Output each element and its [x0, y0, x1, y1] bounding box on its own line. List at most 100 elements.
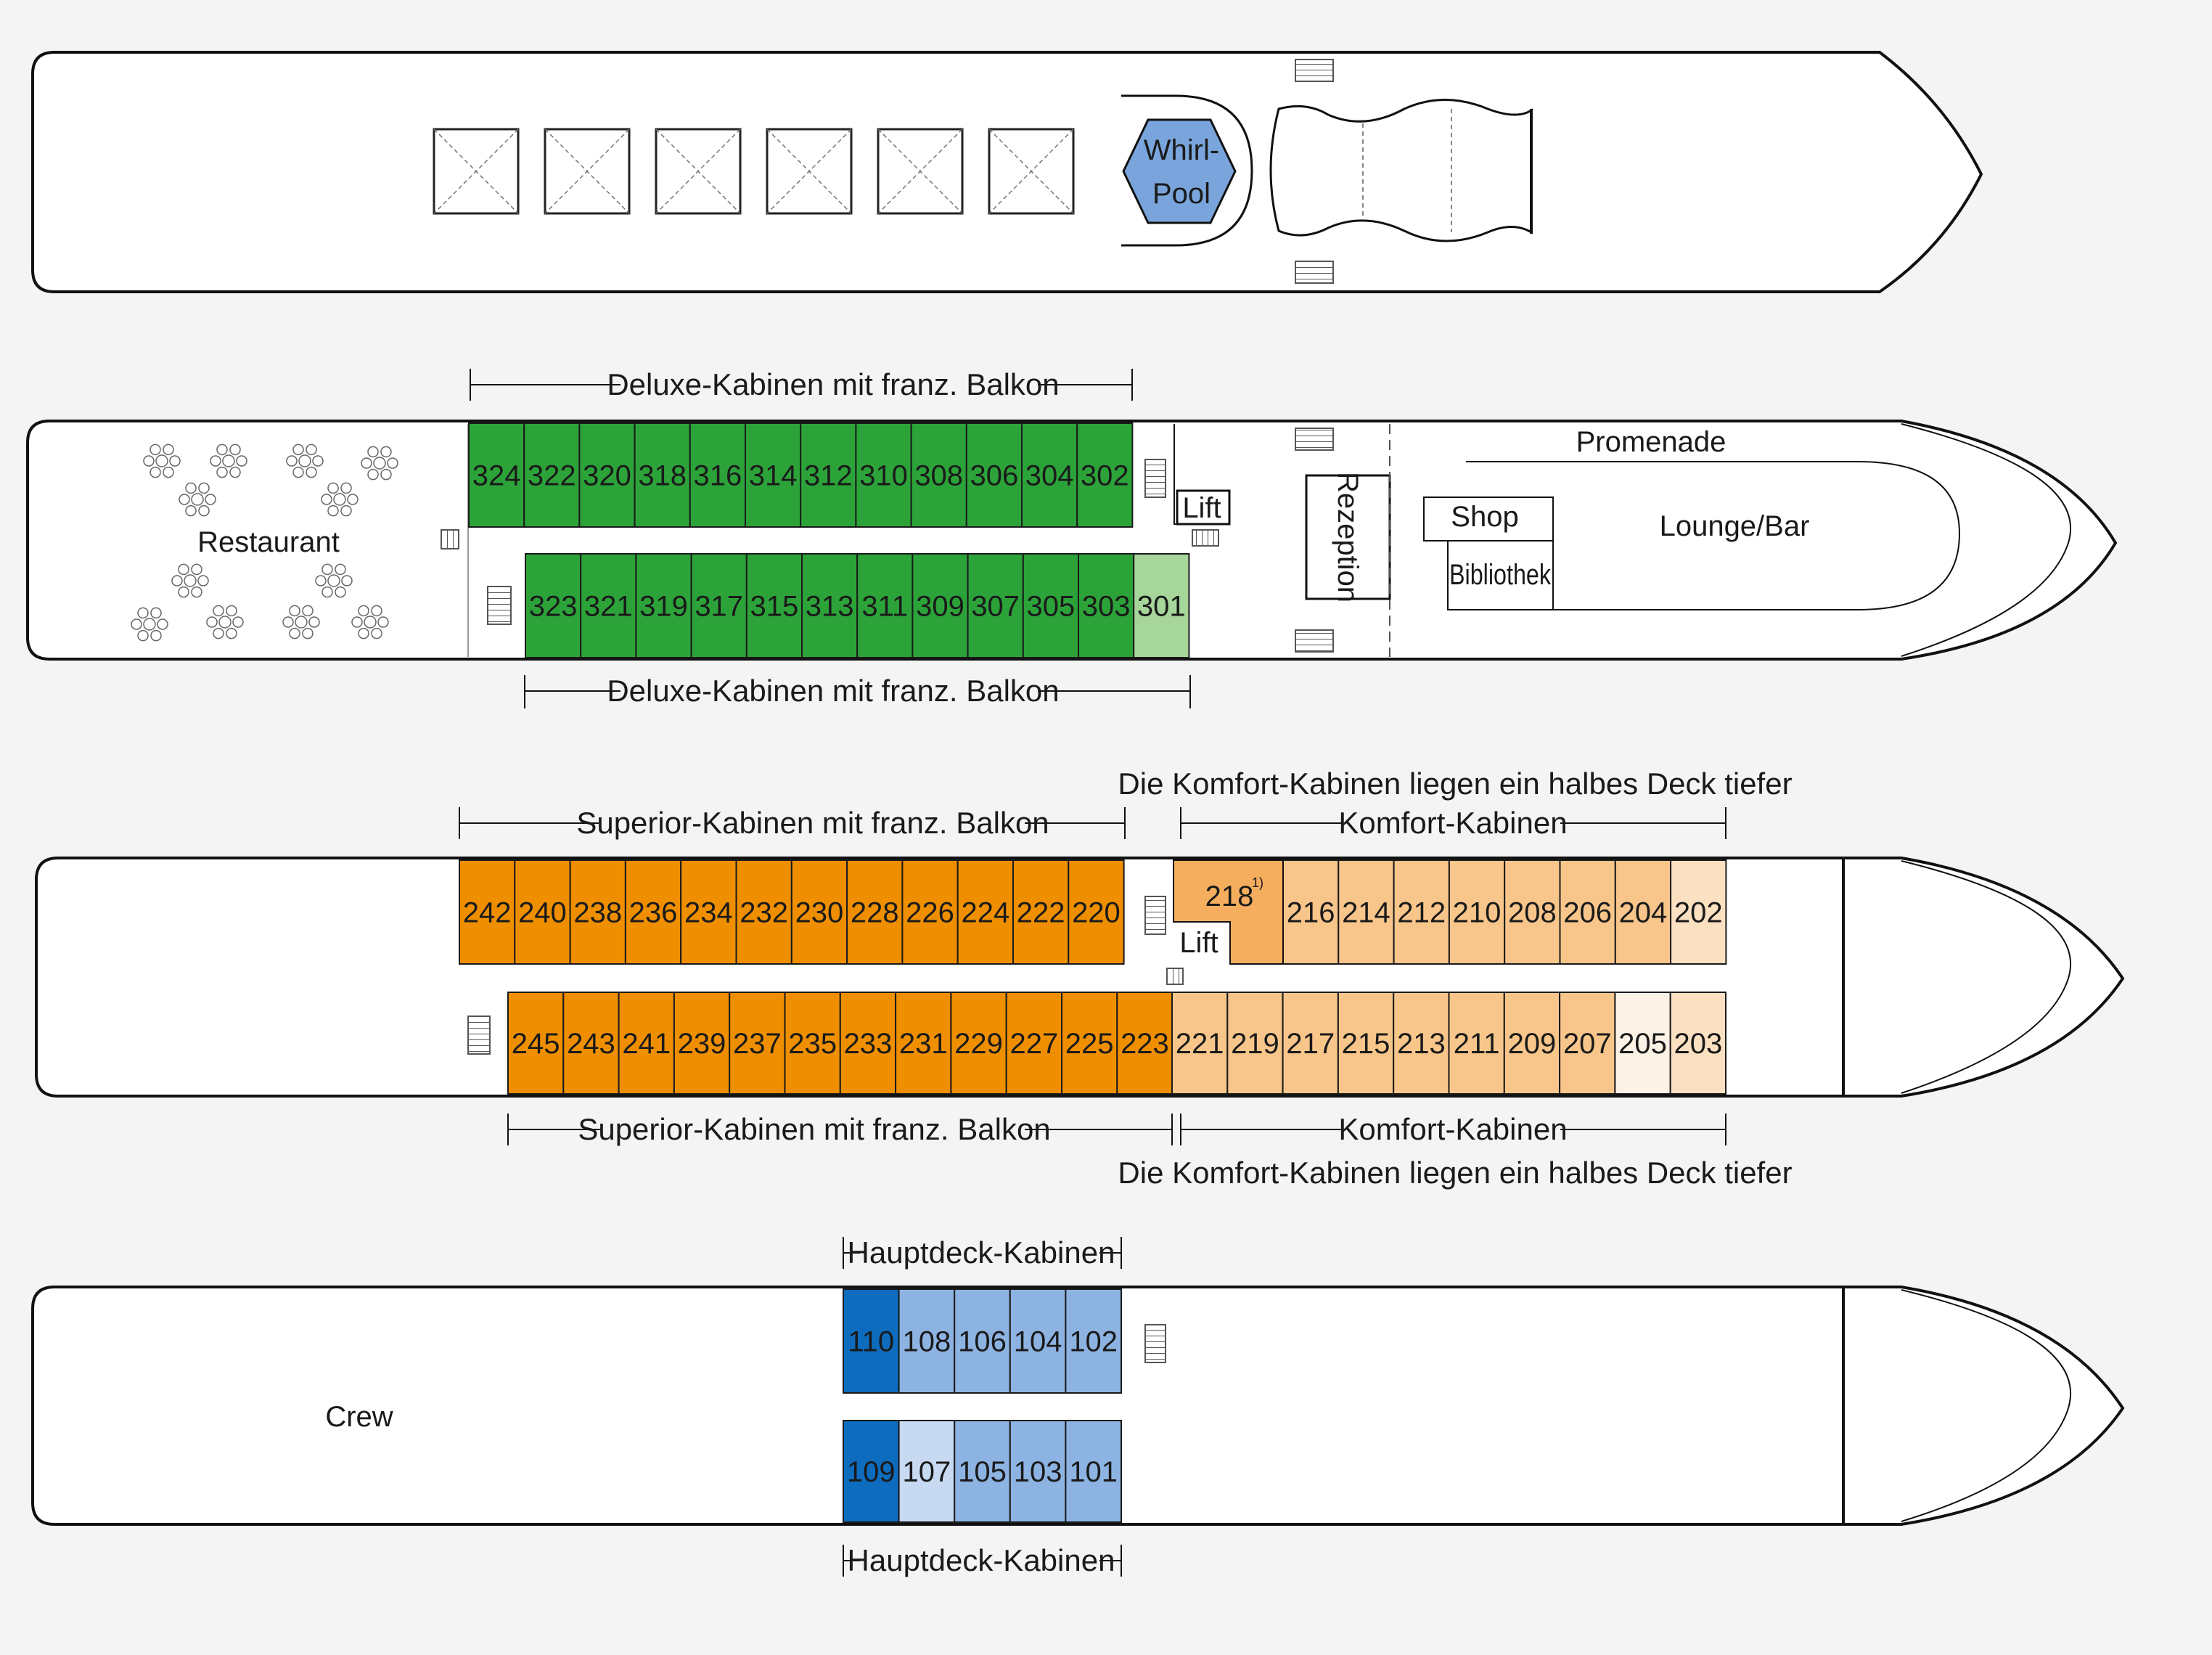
cabin-310[interactable] — [855, 422, 912, 528]
chair-icon — [197, 575, 209, 587]
cabin-number: 316 — [694, 460, 742, 492]
whirlpool[interactable] — [1122, 118, 1237, 224]
cabin-307[interactable] — [967, 553, 1024, 658]
cabin-226[interactable] — [901, 859, 959, 965]
chair-icon — [178, 563, 189, 576]
cabin-213[interactable] — [1393, 992, 1450, 1095]
chair-icon — [163, 444, 174, 456]
cabin-242[interactable] — [459, 859, 516, 965]
cabin-318[interactable] — [634, 422, 691, 528]
cabin-321[interactable] — [580, 553, 637, 658]
cabin-218[interactable] — [1173, 859, 1284, 965]
cabin-number: 226 — [906, 897, 954, 929]
chair-icon — [380, 468, 392, 481]
cabin-216[interactable] — [1282, 859, 1340, 965]
cabin-217[interactable] — [1282, 992, 1339, 1095]
cabin-302[interactable] — [1076, 422, 1134, 528]
cabin-108[interactable] — [898, 1288, 956, 1394]
cabin-206[interactable] — [1559, 859, 1616, 965]
cabin-220[interactable] — [1068, 859, 1125, 965]
cabin-number: 101 — [1069, 1456, 1118, 1488]
cabin-245[interactable] — [507, 992, 565, 1095]
cabin-303[interactable] — [1078, 553, 1135, 658]
cabin-number: 243 — [567, 1028, 615, 1060]
cabin-204[interactable] — [1614, 859, 1672, 965]
cabin-203[interactable] — [1669, 992, 1726, 1095]
cabin-number: 301 — [1137, 591, 1186, 623]
chair-icon — [380, 446, 392, 458]
lift[interactable] — [1176, 489, 1231, 526]
lift-label: Lift — [1179, 927, 1218, 959]
cabin-110[interactable] — [843, 1288, 900, 1394]
cabin-107[interactable] — [898, 1420, 956, 1523]
cabin-240[interactable] — [514, 859, 571, 965]
cabin-102[interactable] — [1065, 1288, 1123, 1394]
chair-icon — [210, 455, 221, 467]
cabin-103[interactable] — [1009, 1420, 1067, 1523]
cabin-205[interactable] — [1614, 992, 1671, 1095]
cabin-228[interactable] — [846, 859, 904, 965]
cabin-208[interactable] — [1504, 859, 1561, 965]
cabin-243[interactable] — [562, 992, 620, 1095]
cabin-202[interactable] — [1670, 859, 1727, 965]
cabin-322[interactable] — [523, 422, 581, 528]
cabin-105[interactable] — [954, 1420, 1011, 1523]
cabin-304[interactable] — [1021, 422, 1078, 528]
cabin-215[interactable] — [1337, 992, 1395, 1095]
cabin-315[interactable] — [745, 553, 803, 658]
cabin-312[interactable] — [800, 422, 857, 528]
cabin-316[interactable] — [689, 422, 746, 528]
cabin-106[interactable] — [954, 1288, 1011, 1394]
chair-icon — [321, 586, 333, 598]
chair-icon — [213, 627, 224, 639]
rezeption-desk[interactable] — [1305, 474, 1391, 600]
sun-lounger — [766, 128, 853, 215]
cabin-301[interactable] — [1133, 553, 1190, 658]
cabin-241[interactable] — [618, 992, 675, 1095]
cabin-214[interactable] — [1338, 859, 1395, 965]
table-icon — [373, 457, 386, 470]
chair-icon — [286, 455, 298, 467]
cabin-224[interactable] — [957, 859, 1014, 965]
stairs-icon — [1144, 896, 1166, 935]
cabin-238[interactable] — [569, 859, 626, 965]
cabin-319[interactable] — [635, 553, 692, 658]
cabin-number: 203 — [1674, 1028, 1722, 1060]
cabin-225[interactable] — [1061, 992, 1118, 1095]
cabin-231[interactable] — [895, 992, 952, 1095]
cabin-210[interactable] — [1448, 859, 1506, 965]
cabin-236[interactable] — [624, 859, 682, 965]
cabin-317[interactable] — [690, 553, 747, 658]
cabin-101[interactable] — [1065, 1420, 1123, 1523]
cabin-219[interactable] — [1226, 992, 1284, 1095]
cabin-212[interactable] — [1393, 859, 1450, 965]
cabin-104[interactable] — [1009, 1288, 1067, 1394]
cabin-311[interactable] — [856, 553, 914, 658]
cabin-number: 323 — [529, 591, 578, 623]
cabin-229[interactable] — [950, 992, 1007, 1095]
cabin-222[interactable] — [1012, 859, 1070, 965]
cabin-number: 238 — [573, 897, 622, 929]
cabin-number: 102 — [1069, 1326, 1118, 1358]
cabin-209[interactable] — [1503, 992, 1561, 1095]
cabin-230[interactable] — [790, 859, 848, 965]
cabin-211[interactable] — [1448, 992, 1505, 1095]
shop[interactable] — [1423, 496, 1554, 542]
cabin-232[interactable] — [735, 859, 792, 965]
cabin-227[interactable] — [1005, 992, 1062, 1095]
cabin-223[interactable] — [1116, 992, 1173, 1095]
cabin-235[interactable] — [784, 992, 841, 1095]
bibliothek[interactable] — [1447, 540, 1554, 610]
haupt-label-bottom: Hauptdeck-Kabinen — [848, 1543, 1115, 1577]
chair-icon — [137, 607, 149, 619]
chair-icon — [163, 466, 174, 478]
cabin-306[interactable] — [965, 422, 1023, 528]
cabin-309[interactable] — [912, 553, 969, 658]
cabin-237[interactable] — [729, 992, 786, 1095]
cabin-109[interactable] — [843, 1420, 900, 1523]
cabin-233[interactable] — [839, 992, 897, 1095]
cabin-323[interactable] — [525, 553, 582, 658]
cabin-314[interactable] — [745, 422, 802, 528]
